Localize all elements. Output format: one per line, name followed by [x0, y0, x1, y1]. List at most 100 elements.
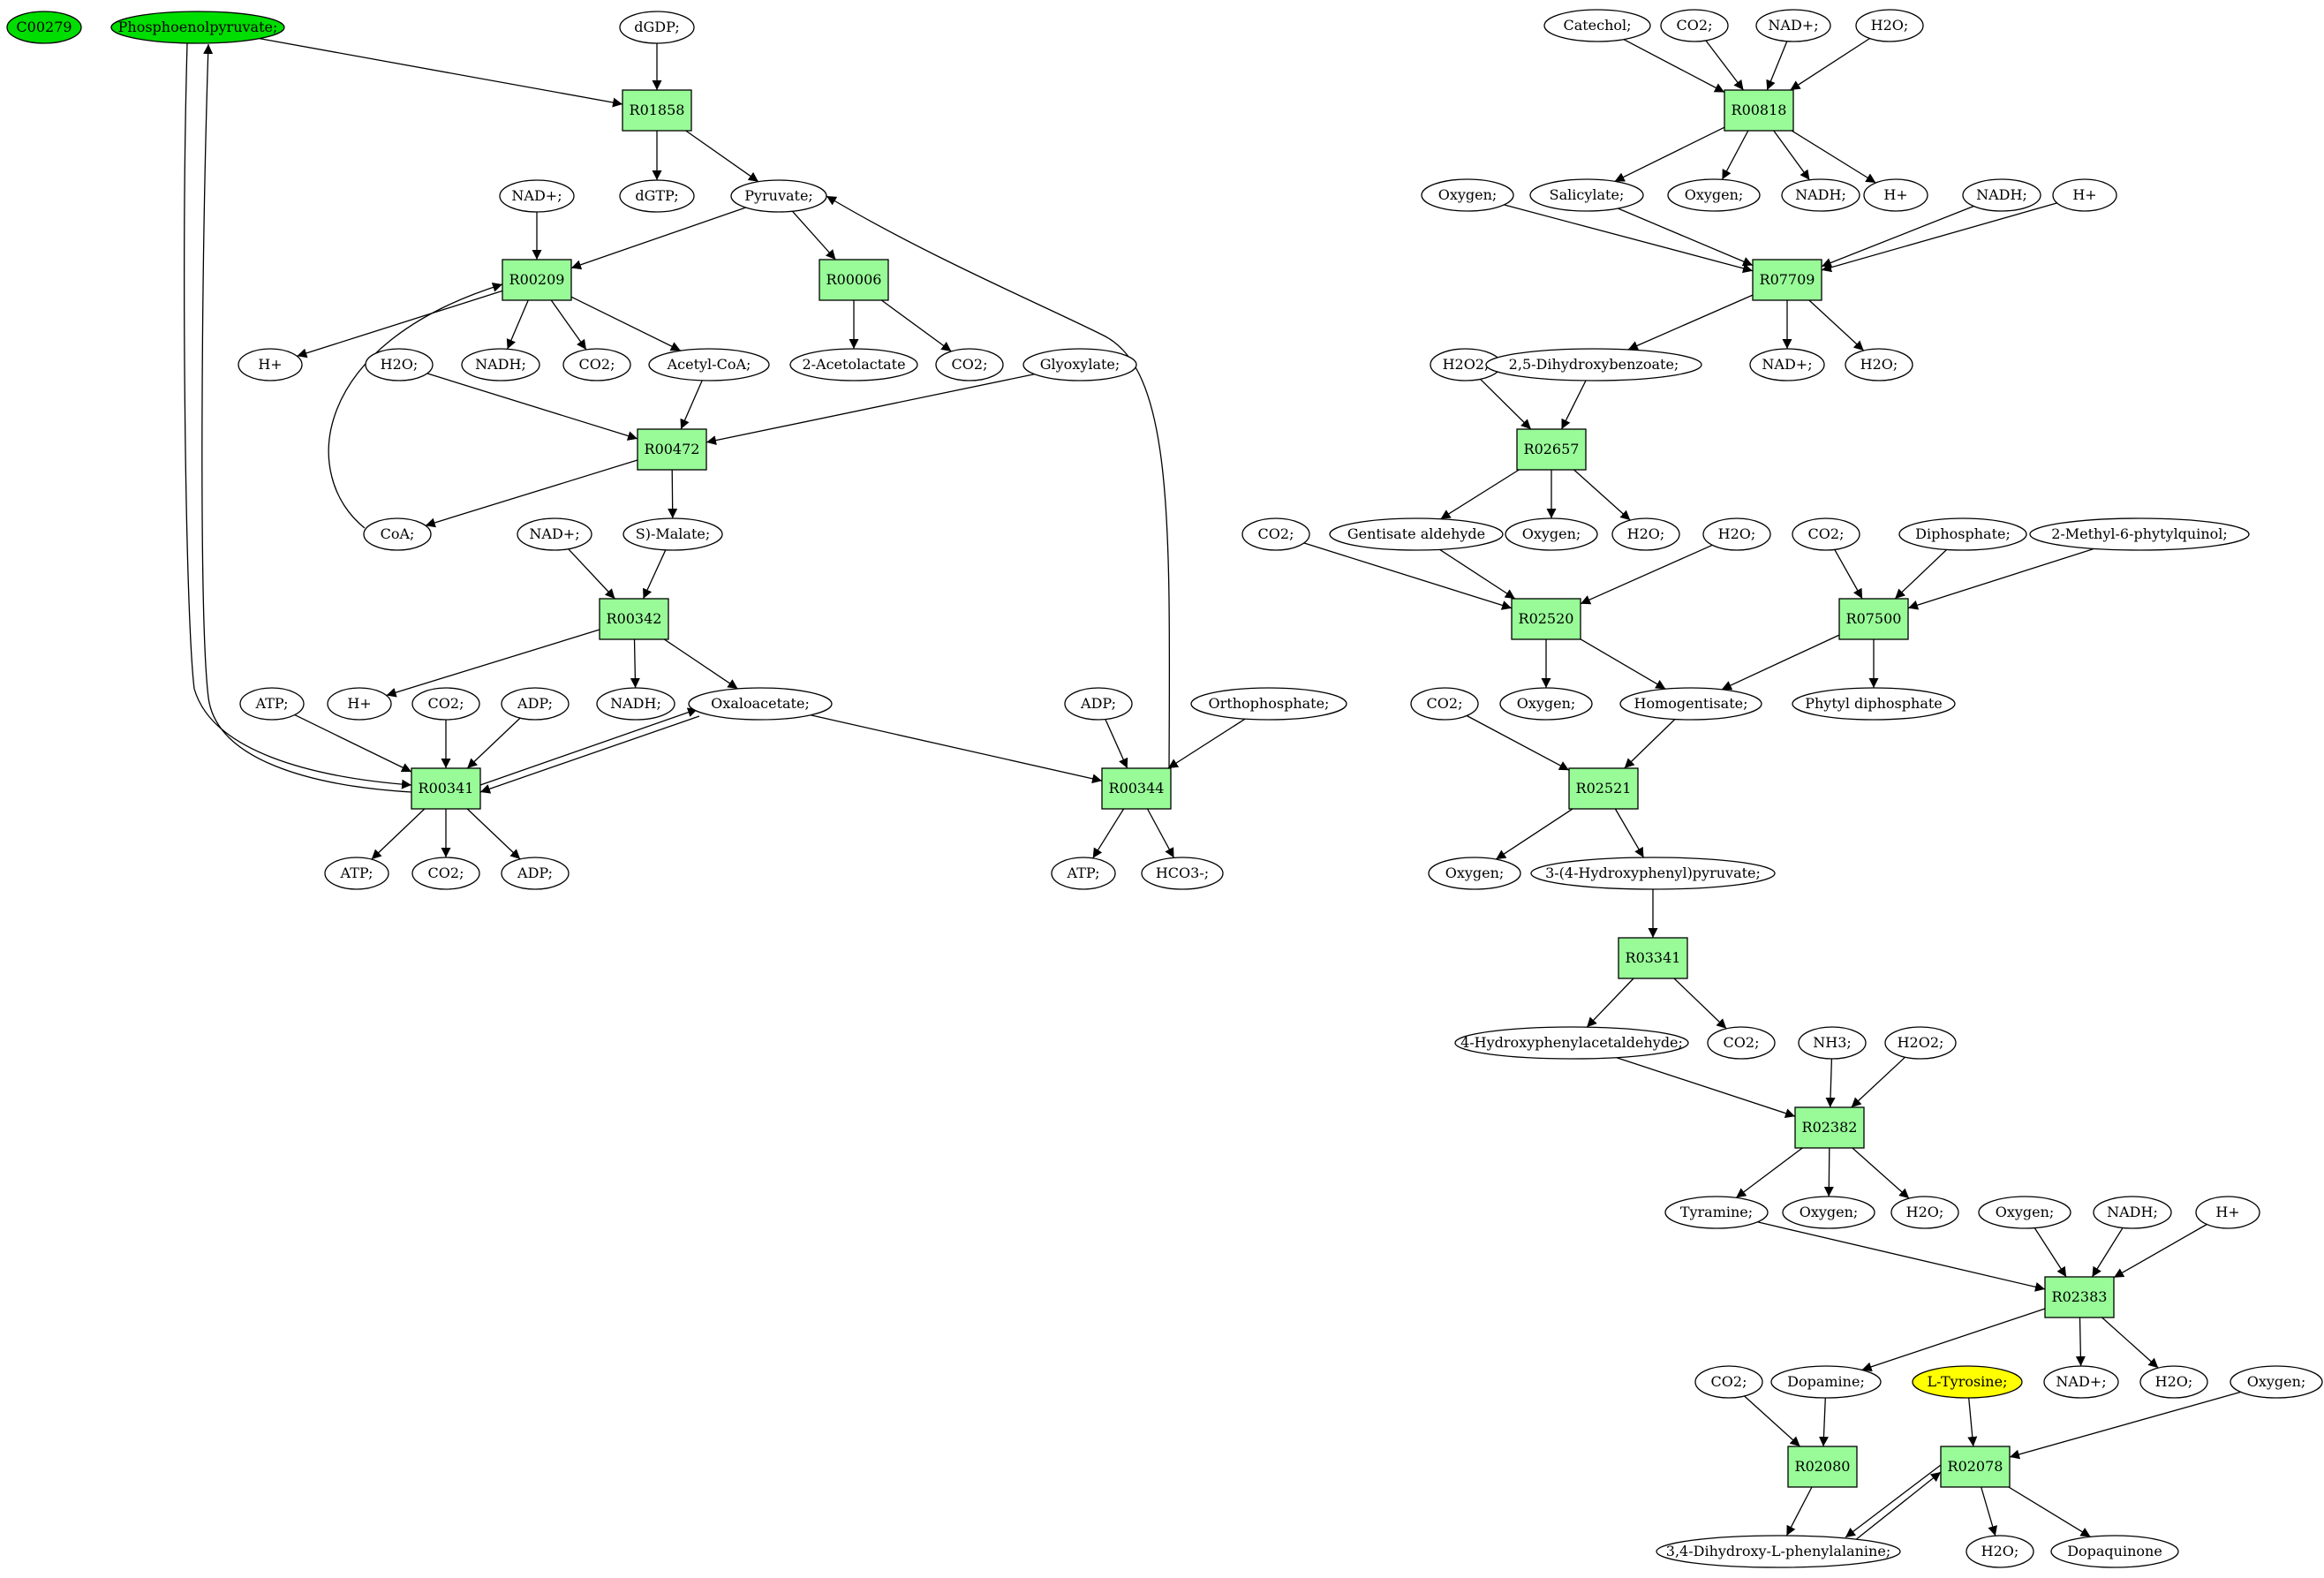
compound-node-h2o_e[interactable]: H2O;: [1702, 517, 1771, 551]
compound-node-diphosphate[interactable]: Diphosphate;: [1898, 517, 2027, 551]
reaction-node-r02078[interactable]: R02078: [1940, 1446, 2011, 1488]
compound-node-co2_h[interactable]: CO2;: [1410, 687, 1479, 721]
compound-node-oxygen_f[interactable]: Oxygen;: [1782, 1196, 1875, 1229]
compound-node-h2o_h[interactable]: H2O;: [1966, 1535, 2034, 1568]
compound-node-gentisate[interactable]: Gentisate aldehyde: [1329, 517, 1504, 551]
compound-node-hplus_e[interactable]: H+: [2195, 1196, 2260, 1229]
reaction-node-r07500[interactable]: R07500: [1838, 598, 1909, 640]
compound-node-co2_e[interactable]: CO2;: [1660, 9, 1729, 42]
compound-node-nadh_e[interactable]: NADH;: [2093, 1196, 2172, 1229]
compound-node-h2o_c[interactable]: H2O;: [1845, 348, 1913, 381]
compound-node-nadh_a[interactable]: NADH;: [461, 348, 540, 381]
compound-node-oxygen_d[interactable]: Oxygen;: [1499, 687, 1593, 721]
compound-node-co2_f[interactable]: CO2;: [1241, 517, 1310, 551]
compound-node-dgtp[interactable]: dGTP;: [619, 179, 695, 213]
compound-node-acetolactate[interactable]: 2-Acetolactate: [789, 348, 918, 381]
edge-r02078-to-h2o_h: [1981, 1486, 1997, 1536]
compound-node-c00279[interactable]: C00279: [6, 11, 82, 44]
compound-node-nadp_a[interactable]: NAD+;: [499, 179, 575, 213]
edge-r02080-to-dopa: [1785, 1486, 1813, 1536]
compound-ellipse: [1051, 857, 1116, 890]
reaction-node-r00344[interactable]: R00344: [1101, 767, 1172, 810]
compound-node-h2o2_b[interactable]: H2O2;: [1884, 1026, 1957, 1060]
compound-node-oxygen_e[interactable]: Oxygen;: [1428, 857, 1521, 890]
compound-node-hco3[interactable]: HCO3-;: [1141, 857, 1224, 890]
reaction-node-r02657[interactable]: R02657: [1516, 428, 1587, 471]
compound-node-adp_b[interactable]: ADP;: [1064, 687, 1133, 721]
compound-node-salicylate[interactable]: Salicylate;: [1529, 178, 1644, 212]
reaction-node-r01858[interactable]: R01858: [622, 89, 692, 132]
compound-node-nh3[interactable]: NH3;: [1798, 1026, 1867, 1060]
compound-node-atp_a[interactable]: ATP;: [239, 687, 305, 721]
compound-node-tyramine[interactable]: Tyramine;: [1664, 1196, 1769, 1229]
reaction-node-r00818[interactable]: R00818: [1724, 89, 1794, 132]
reaction-node-r02080[interactable]: R02080: [1787, 1446, 1858, 1488]
compound-node-hpp[interactable]: 3-(4-Hydroxyphenyl)pyruvate;: [1530, 857, 1776, 890]
compound-node-oxygen_h[interactable]: Oxygen;: [2230, 1365, 2323, 1399]
compound-node-co2_c[interactable]: CO2;: [411, 687, 480, 721]
compound-node-atp_b[interactable]: ATP;: [324, 857, 389, 890]
compound-node-dhb[interactable]: 2,5-Dihydroxybenzoate;: [1485, 348, 1702, 381]
compound-node-h2o_g[interactable]: H2O;: [2139, 1365, 2208, 1399]
compound-node-dopaquinone[interactable]: Dopaquinone: [2050, 1535, 2179, 1568]
compound-node-orthophosphate[interactable]: Orthophosphate;: [1190, 687, 1347, 721]
compound-node-methylphytyl[interactable]: 2-Methyl-6-phytylquinol;: [2029, 517, 2250, 551]
compound-node-dopamine[interactable]: Dopamine;: [1770, 1365, 1882, 1399]
compound-node-acetylcoa[interactable]: Acetyl-CoA;: [648, 348, 770, 381]
reaction-node-r00341[interactable]: R00341: [411, 767, 481, 810]
compound-node-h2o_d[interactable]: H2O;: [1611, 517, 1680, 551]
compound-node-phytyldp[interactable]: Phytyl diphosphate: [1792, 687, 1956, 721]
compound-node-dgdp[interactable]: dGDP;: [619, 11, 695, 44]
compound-node-dopa[interactable]: 3,4-Dihydroxy-L-phenylalanine;: [1656, 1535, 1901, 1568]
compound-node-oxaloacetate[interactable]: Oxaloacetate;: [688, 687, 833, 721]
compound-node-co2_j[interactable]: CO2;: [1694, 1365, 1763, 1399]
compound-node-adp_c[interactable]: ADP;: [501, 857, 570, 890]
compound-node-oxygen_b[interactable]: Oxygen;: [1667, 178, 1761, 212]
compound-node-glyoxylate[interactable]: Glyoxylate;: [1022, 348, 1137, 381]
compound-node-co2_d[interactable]: CO2;: [411, 857, 480, 890]
compound-node-co2_g[interactable]: CO2;: [1792, 517, 1860, 551]
reaction-node-r00006[interactable]: R00006: [819, 259, 889, 301]
compound-node-hplus_d[interactable]: H+: [2052, 178, 2117, 212]
compound-node-h2o_b[interactable]: H2O;: [1855, 9, 1924, 42]
compound-node-h2o_a[interactable]: H2O;: [365, 348, 434, 381]
reaction-node-r07709[interactable]: R07709: [1752, 259, 1822, 301]
compound-node-coa[interactable]: CoA;: [363, 517, 432, 551]
reaction-node-r00342[interactable]: R00342: [599, 598, 669, 640]
reaction-node-r02521[interactable]: R02521: [1568, 767, 1639, 810]
compound-node-nadh_b[interactable]: NADH;: [596, 687, 675, 721]
compound-node-co2_b[interactable]: CO2;: [935, 348, 1004, 381]
compound-node-pep[interactable]: Phosphoenolpyruvate;: [110, 11, 285, 44]
compound-node-co2_i[interactable]: CO2;: [1707, 1026, 1776, 1060]
reaction-node-r00209[interactable]: R00209: [502, 259, 572, 301]
reaction-node-r03341[interactable]: R03341: [1618, 937, 1688, 979]
compound-node-co2_a[interactable]: CO2;: [562, 348, 631, 381]
reaction-node-r02382[interactable]: R02382: [1794, 1106, 1865, 1149]
reaction-node-r02383[interactable]: R02383: [2044, 1276, 2115, 1318]
compound-node-homogentisate[interactable]: Homogentisate;: [1619, 687, 1762, 721]
compound-node-hplus_c[interactable]: H+: [1863, 178, 1928, 212]
compound-node-pyruvate[interactable]: Pyruvate;: [730, 179, 827, 213]
compound-node-nadp_c[interactable]: NAD+;: [1755, 9, 1831, 42]
reaction-node-r02520[interactable]: R02520: [1511, 598, 1581, 640]
compound-node-oxygen_c[interactable]: Oxygen;: [1505, 517, 1598, 551]
compound-node-catechol[interactable]: Catechol;: [1543, 9, 1651, 42]
compound-node-hplus_a[interactable]: H+: [238, 348, 303, 381]
compound-node-nadp_e[interactable]: NAD+;: [2043, 1365, 2119, 1399]
compound-node-adp_a[interactable]: ADP;: [501, 687, 570, 721]
edge-r00344-to-hco3: [1146, 808, 1175, 858]
compound-node-smalate[interactable]: S)-Malate;: [622, 517, 723, 551]
compound-node-hplus_b[interactable]: H+: [327, 687, 392, 721]
compound-node-nadp_d[interactable]: NAD+;: [1749, 348, 1825, 381]
compound-node-hpa[interactable]: 4-Hydroxyphenylacetaldehyde;: [1454, 1026, 1689, 1060]
compound-node-nadh_c[interactable]: NADH;: [1781, 178, 1860, 212]
reaction-node-r00472[interactable]: R00472: [637, 428, 707, 471]
compound-node-oxygen_a[interactable]: Oxygen;: [1421, 178, 1514, 212]
compound-node-h2o_f[interactable]: H2O;: [1890, 1196, 1959, 1229]
compound-node-ltyrosine[interactable]: L-Tyrosine;: [1912, 1365, 2023, 1399]
compound-node-nadh_d[interactable]: NADH;: [1962, 178, 2041, 212]
compound-node-atp_c[interactable]: ATP;: [1051, 857, 1116, 890]
compound-node-oxygen_g[interactable]: Oxygen;: [1978, 1196, 2071, 1229]
compound-node-nadp_b[interactable]: NAD+;: [517, 517, 592, 551]
compound-node-h2o2_a[interactable]: H2O2;: [1430, 348, 1502, 381]
